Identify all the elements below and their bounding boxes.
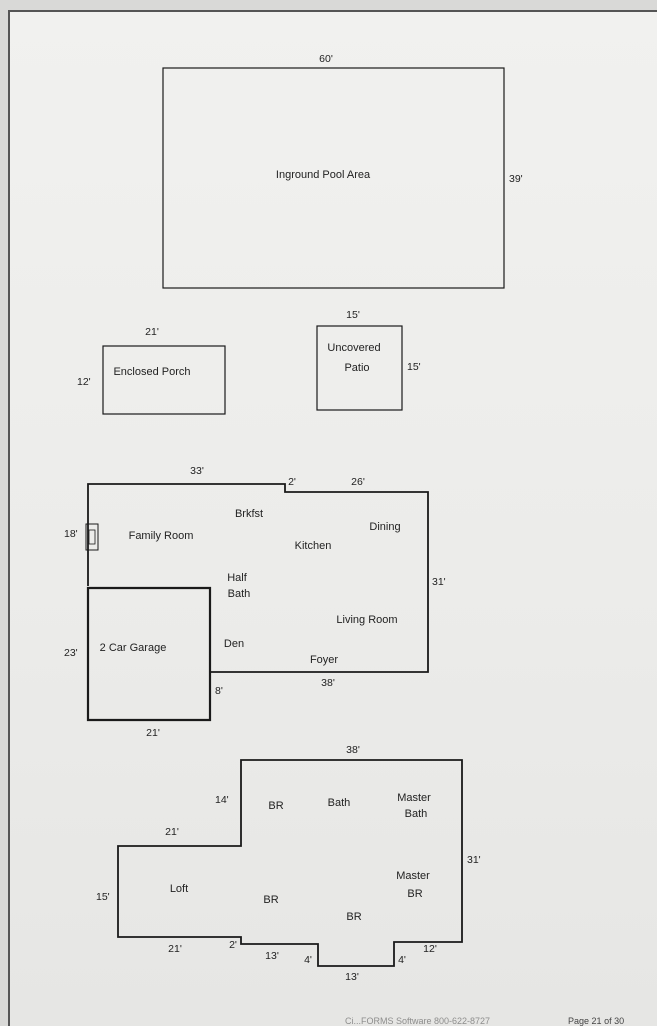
room-master-bath-line2: Bath [405,808,428,820]
sf-dim-bay-left: 4' [304,954,312,966]
page-total: 30 [614,1016,625,1026]
room-loft: Loft [170,883,188,895]
patio-width-dim: 15' [346,309,360,321]
sf-dim-bay-bottom: 13' [345,971,359,983]
ff-dim-garage-step: 8' [215,685,223,697]
garage-outline [86,586,212,722]
room-brkfst: Brkfst [235,508,263,520]
room-br-top: BR [268,800,283,812]
ff-dim-bottom: 38' [321,677,335,689]
room-living: Living Room [336,614,397,626]
sf-dim-loft-left: 15' [96,891,110,903]
ff-dim-top-left: 33' [190,465,204,477]
sf-dim-loft-bottom: 21' [168,943,182,955]
sf-dim-upper-left: 14' [215,794,229,806]
second-floor-outline [117,759,463,967]
pool-label: Inground Pool Area [276,169,371,181]
page-counter: Page 21 of 30 [568,1016,624,1026]
pool-width-dim: 60' [319,53,333,65]
porch-outline [102,345,226,415]
ff-dim-left: 18' [64,528,78,540]
room-br-bottom: BR [346,911,361,923]
sf-dim-step: 2' [229,939,237,951]
fireplace-symbol [85,523,99,551]
room-foyer: Foyer [310,654,338,666]
room-garage: 2 Car Garage [100,642,167,654]
sf-dim-loft-top: 21' [165,826,179,838]
room-kitchen: Kitchen [295,540,332,552]
sf-dim-seg-13-left: 13' [265,950,279,962]
ff-dim-garage-bottom: 21' [146,727,160,739]
patio-depth-dim: 15' [407,361,421,373]
page-number: 21 [591,1016,602,1026]
pool-outline [162,67,505,289]
porch-label: Enclosed Porch [113,366,190,378]
ff-dim-step: 2' [288,476,296,488]
patio-outline [316,325,403,411]
document-sheet [8,10,657,1026]
room-bath: Bath [328,797,351,809]
room-master-br-line2: BR [407,888,422,900]
ff-dim-garage-left: 23' [64,647,78,659]
sf-dim-bay-right: 4' [398,954,406,966]
of-label: of [604,1016,612,1026]
footer-software-text: Ci...FORMS Software 800-622-8727 [345,1016,491,1026]
room-den: Den [224,638,244,650]
room-half-bath-line1: Half [227,572,248,584]
room-master-bath-line1: Master [397,792,431,804]
patio-label-line1: Uncovered [327,342,380,354]
sf-dim-top: 38' [346,744,360,756]
room-master-br-line1: Master [396,870,430,882]
patio-label-line2: Patio [344,362,369,374]
room-dining: Dining [369,521,400,533]
first-floor-outline [87,483,429,673]
room-br-mid: BR [263,894,278,906]
fireplace-inner [88,529,96,545]
porch-depth-dim: 12' [77,376,91,388]
porch-width-dim: 21' [145,326,159,338]
room-half-bath-line2: Bath [228,588,251,600]
sf-dim-seg-12: 12' [423,943,437,955]
pool-depth-dim: 39' [509,173,523,185]
page-label: Page [568,1016,590,1026]
room-family: Family Room [129,530,194,542]
ff-dim-top-right: 26' [351,476,365,488]
sf-dim-right: 31' [467,854,481,866]
ff-dim-right: 31' [432,576,446,588]
